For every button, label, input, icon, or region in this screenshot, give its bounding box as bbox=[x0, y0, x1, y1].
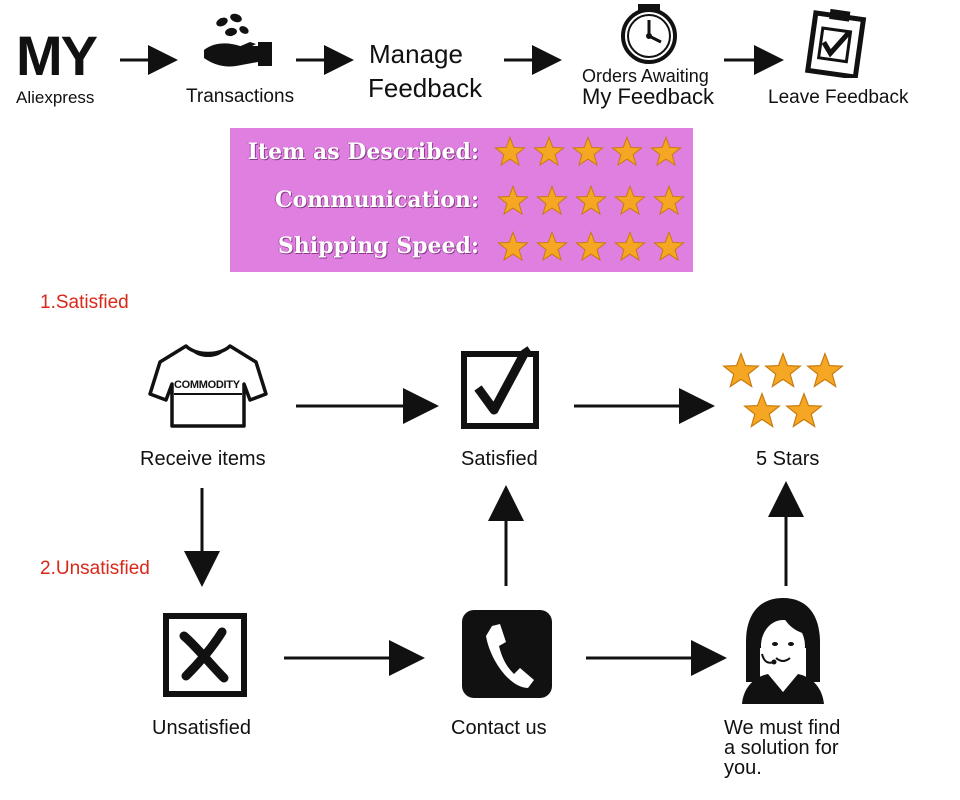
phone-icon bbox=[462, 610, 552, 698]
solution-line3: you. bbox=[724, 757, 762, 779]
rating-label-shipping: Shipping Speed: bbox=[277, 233, 479, 259]
commodity-shirt-icon bbox=[148, 344, 268, 428]
checkbox-checked-icon bbox=[461, 346, 539, 429]
star-icon bbox=[611, 136, 643, 167]
star-icon bbox=[743, 392, 781, 428]
star-icon bbox=[533, 136, 565, 167]
star-icon bbox=[494, 136, 526, 167]
star-icon bbox=[572, 136, 604, 167]
top-flow-arrows bbox=[120, 45, 784, 75]
star-icon bbox=[536, 231, 568, 262]
star-icon bbox=[806, 352, 844, 388]
support-agent-icon bbox=[742, 598, 824, 704]
star-icon bbox=[497, 231, 529, 262]
star-icon bbox=[722, 352, 760, 388]
star-icon bbox=[785, 392, 823, 428]
manage-feedback-line2: Feedback bbox=[368, 73, 483, 103]
section-unsatisfied-label: 2.Unsatisfied bbox=[40, 558, 150, 579]
satisfied-label: Satisfied bbox=[461, 448, 538, 470]
orders-awaiting-line2: My Feedback bbox=[582, 84, 715, 109]
rating-label-item: Item as Described: bbox=[247, 139, 479, 165]
five-stars-label: 5 Stars bbox=[756, 448, 820, 470]
five-stars-cluster bbox=[722, 352, 848, 432]
checkbox-x-icon bbox=[163, 613, 247, 697]
rating-stars-communication bbox=[497, 185, 685, 217]
solution-text: We must find a solution for you. bbox=[724, 718, 840, 778]
contact-us-label: Contact us bbox=[451, 717, 547, 739]
section-satisfied-label: 1.Satisfied bbox=[40, 292, 129, 313]
star-icon bbox=[614, 231, 646, 262]
star-icon bbox=[497, 185, 529, 216]
star-icon bbox=[653, 231, 685, 262]
star-icon bbox=[764, 352, 802, 388]
clock-icon bbox=[621, 4, 677, 64]
rating-box: Item as Described: Communication: Shippi… bbox=[230, 128, 693, 272]
orders-awaiting-line1: Orders Awaiting bbox=[582, 66, 709, 86]
my-aliexpress-title: MY bbox=[16, 24, 98, 87]
star-icon bbox=[575, 231, 607, 262]
flow-arrows bbox=[184, 388, 804, 676]
hand-coins-icon bbox=[204, 13, 272, 67]
solution-line1: We must find bbox=[724, 717, 841, 739]
receive-items-label: Receive items bbox=[140, 448, 266, 470]
rating-label-communication: Communication: bbox=[274, 187, 479, 213]
star-icon bbox=[653, 185, 685, 216]
unsatisfied-label: Unsatisfied bbox=[152, 717, 251, 739]
leave-feedback-label: Leave Feedback bbox=[768, 87, 909, 108]
star-icon bbox=[536, 185, 568, 216]
star-icon bbox=[575, 185, 607, 216]
star-icon bbox=[614, 185, 646, 216]
star-icon bbox=[650, 136, 682, 167]
rating-stars-item bbox=[494, 136, 682, 168]
manage-feedback-line1: Manage bbox=[369, 39, 463, 69]
clipboard-check-icon bbox=[804, 8, 867, 78]
solution-line2: a solution for bbox=[724, 737, 839, 759]
aliexpress-label: Aliexpress bbox=[16, 88, 95, 107]
rating-stars-shipping bbox=[497, 231, 685, 263]
transactions-label: Transactions bbox=[186, 86, 295, 107]
commodity-tag: COMMODITY bbox=[174, 379, 240, 391]
